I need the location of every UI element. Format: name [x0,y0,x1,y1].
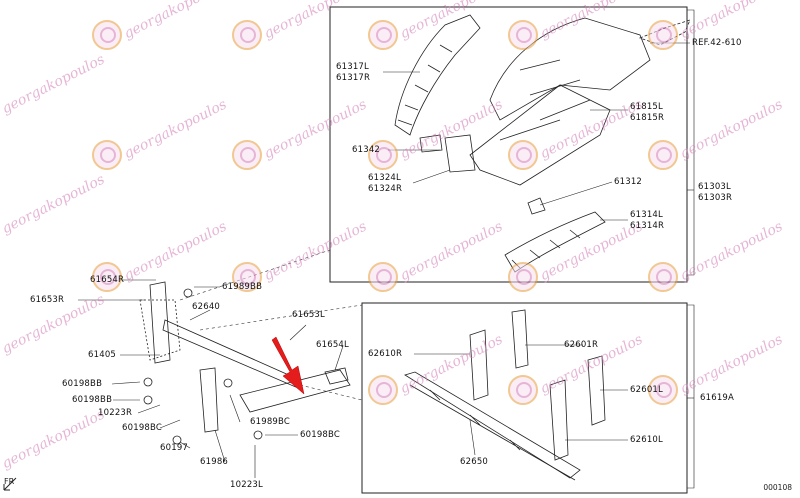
watermark: georgakopoulos [0,171,108,238]
label-10223L: 10223L [230,480,263,490]
radiator-support-lower [404,309,606,481]
watermark-logo-icon [368,375,398,405]
label-61654L: 61654L [316,340,349,350]
label-61653L: 61653L [292,310,325,320]
watermark: georgakopoulos [508,97,654,170]
watermark-logo-icon [232,262,262,292]
watermark: georgakopoulos [92,97,238,170]
watermark-logo-icon [232,140,262,170]
label-62610R: 62610R [368,349,403,359]
label-60198BC-1: 60198BC [122,423,163,433]
watermark-logo-icon [648,262,678,292]
label-61405: 61405 [88,350,117,360]
label-62601R: 62601R [564,340,599,350]
watermark-logo-icon [508,375,538,405]
watermark-logo-icon [368,20,398,50]
watermark: georgakopoulos [368,332,514,405]
label-61312: 61312 [614,177,643,187]
watermark-logo-icon [92,20,122,50]
watermark: georgakopoulos [508,0,654,50]
radiator-support-left [139,281,351,445]
watermark: georgakopoulos [508,332,654,405]
label-61654R: 61654R [90,275,125,285]
front-direction-arrow [3,477,17,491]
watermark: georgakopoulos [648,97,794,170]
watermark-logo-icon [368,140,398,170]
right-bracket-lower [687,304,695,489]
watermark: georgakopoulos [648,332,794,405]
watermark-logo-icon [92,262,122,292]
label-62640: 62640 [192,302,221,312]
label-61815: 61815L 61815R [630,102,665,123]
watermark: georgakopoulos [648,219,794,292]
label-61324: 61324L 61324R [368,173,403,194]
label-ref: REF.42-610 [692,38,742,48]
label-62610L: 62610L [630,435,663,445]
watermark-logo-icon [368,262,398,292]
watermark-logo-icon [508,262,538,292]
watermark: georgakopoulos [368,97,514,170]
watermark: georgakopoulos [232,97,378,170]
watermark: georgakopoulos [92,0,238,50]
red-pointer-arrow [271,336,305,395]
label-61989BB: 61989BB [222,282,263,292]
diagram-code: 000108 [763,483,792,492]
label-62601L: 62601L [630,385,663,395]
label-60198BB-1: 60198BB [62,379,103,389]
watermark-logo-icon [508,140,538,170]
watermark-logo-icon [648,20,678,50]
watermark: georgakopoulos [508,219,654,292]
watermark: georgakopoulos [368,0,514,50]
watermark-logo-icon [232,20,262,50]
watermark: georgakopoulos [368,219,514,292]
watermark-logo-icon [648,140,678,170]
label-60197: 60197 [160,443,189,453]
label-61986: 61986 [200,457,229,467]
watermark-logo-icon [92,140,122,170]
label-61989BC: 61989BC [250,417,291,427]
label-61619A: 61619A [700,393,735,403]
label-61303: 61303L 61303R [698,182,733,203]
label-61653R: 61653R [30,295,65,305]
watermark: georgakopoulos [648,0,794,50]
watermark: georgakopoulos [0,406,108,473]
label-10223R: 10223R [98,408,133,418]
watermark: georgakopoulos [92,219,238,292]
label-61314: 61314L 61314R [630,210,665,231]
right-bracket-upper [687,9,695,276]
label-62650: 62650 [460,457,489,467]
watermark: georgakopoulos [232,0,378,50]
front-direction-label: FR [4,477,15,486]
label-60198BC-2: 60198BC [300,430,341,440]
label-60198BB-2: 60198BB [72,395,113,405]
watermark-logo-icon [648,375,678,405]
label-61342: 61342 [352,145,381,155]
watermark-logo-icon [508,20,538,50]
label-61317: 61317L 61317R [336,62,371,83]
watermark: georgakopoulos [232,219,378,292]
watermark: georgakopoulos [0,51,108,118]
